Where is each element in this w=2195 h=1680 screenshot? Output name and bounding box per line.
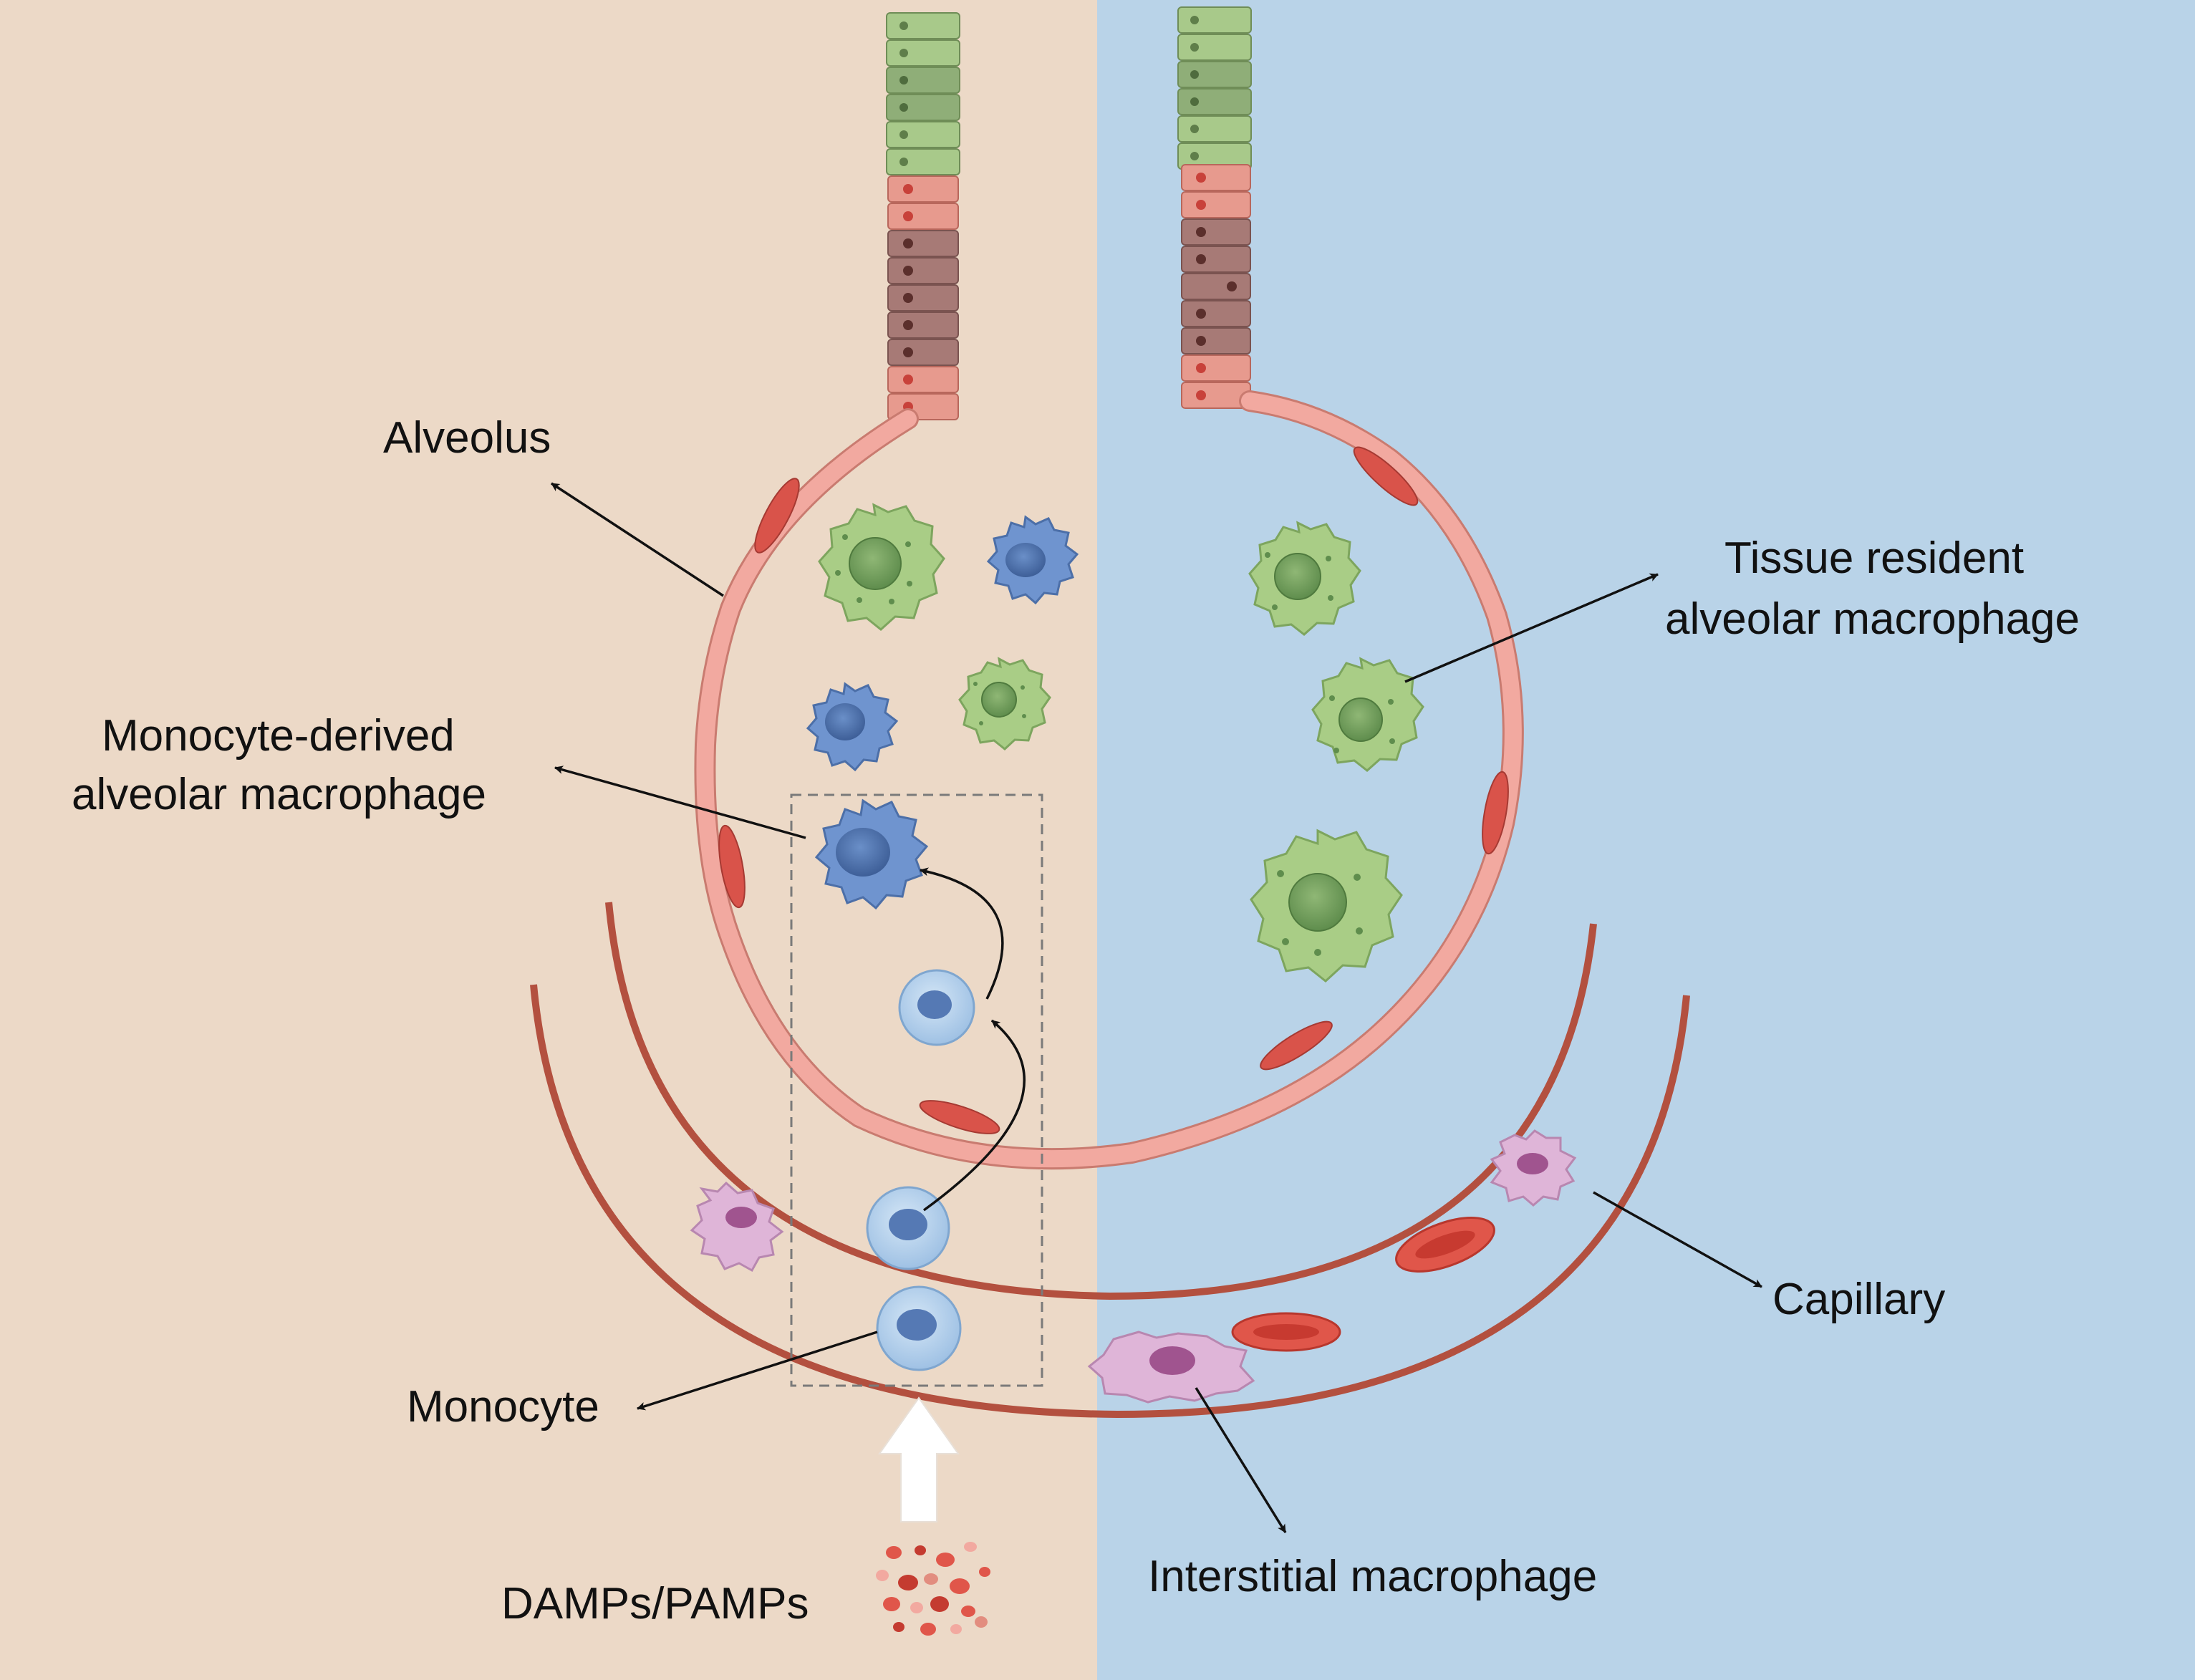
label-interstitial-macrophage: Interstitial macrophage: [1148, 1552, 1597, 1601]
green-macrophage-2: [958, 657, 1051, 750]
green-macrophage-3: [1248, 521, 1361, 636]
label-capillary: Capillary: [1772, 1275, 1945, 1324]
red-blood-cell-2: [1231, 1312, 1341, 1352]
capillary-pointer: [1593, 1191, 1762, 1288]
label-monocyte-derived-line1: Monocyte-derived: [102, 711, 455, 761]
monocyte-1: [898, 969, 975, 1046]
alveolus-pointer: [551, 482, 724, 597]
recruitment-up-arrow: [878, 1396, 960, 1522]
tissue-resident-pointer: [1404, 573, 1659, 683]
label-monocyte: Monocyte: [407, 1382, 599, 1432]
monocyte-derived-pointer: [554, 766, 806, 839]
inner-capillary-arc: [605, 902, 1597, 1300]
label-alveolus: Alveolus: [383, 413, 551, 463]
monocyte-recruitment-box: [790, 793, 1043, 1387]
differentiation-arrow: [920, 867, 1004, 1000]
bronchiole-left: [886, 12, 960, 420]
blue-macrophage-2: [806, 682, 899, 772]
alveolar-wall: [694, 390, 1524, 1170]
red-blood-cell-1: [1395, 1217, 1495, 1273]
label-monocyte-derived-line2: alveolar macrophage: [72, 770, 486, 819]
label-tissue-resident-line2: alveolar macrophage: [1665, 594, 2080, 644]
interstitial-macrophage-3: [1087, 1331, 1255, 1404]
damps-pamps-particles: [876, 1542, 990, 1636]
green-macrophage-4: [1311, 657, 1424, 772]
label-damps-pamps: DAMPs/PAMPs: [501, 1579, 809, 1628]
monocyte-migration-arrow: [922, 1019, 1026, 1212]
monocyte-3: [876, 1285, 962, 1371]
bronchiole-right: [1177, 6, 1252, 409]
interstitial-pointer: [1195, 1387, 1287, 1533]
blue-macrophage-1: [986, 515, 1079, 605]
green-macrophage-1: [818, 503, 945, 631]
interstitial-macrophage-2: [1490, 1129, 1577, 1207]
green-macrophage-5: [1250, 829, 1403, 983]
interstitial-macrophage-1: [690, 1181, 784, 1273]
monocyte-pointer: [637, 1331, 878, 1411]
right-panel: [1097, 0, 2195, 1680]
blue-macrophage-3: [814, 798, 929, 910]
outer-capillary-arc: [530, 984, 1690, 1419]
label-tissue-resident-line1: Tissue resident: [1724, 534, 2024, 583]
